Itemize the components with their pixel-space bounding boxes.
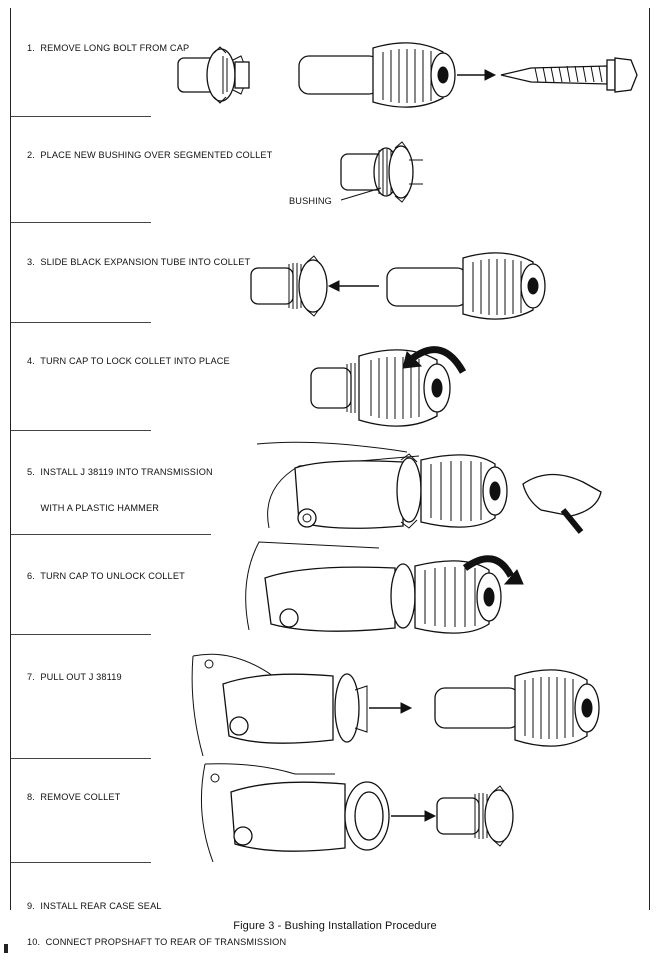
- step-8-line-1: 8. REMOVE COLLET: [27, 792, 121, 802]
- step-8-illustration: [200, 763, 514, 863]
- panel-divider: [11, 222, 151, 223]
- figure-caption: Figure 3 - Bushing Installation Procedur…: [233, 920, 437, 932]
- step-3-illustration: [250, 252, 546, 320]
- step-6-text: 6. TURN CAP TO UNLOCK COLLET: [27, 546, 185, 606]
- bushing-leader-line: [340, 187, 382, 201]
- plastic-hammer-icon: [522, 473, 602, 534]
- step-panel-7: 7. PULL OUT J 38119: [11, 634, 649, 758]
- tool-j38119-illustration: [434, 669, 600, 747]
- step-panel-5: 5. INSTALL J 38119 INTO TRANSMISSION WIT…: [11, 430, 649, 534]
- step-9-text: 9. INSTALL REAR CASE SEAL 10. CONNECT PR…: [27, 876, 286, 972]
- step-4-illustration: [310, 346, 467, 427]
- step-panel-2: 2. PLACE NEW BUSHING OVER SEGMENTED COLL…: [11, 116, 649, 222]
- locked-collet-assembly-illustration: [310, 349, 451, 427]
- step-2-text: 2. PLACE NEW BUSHING OVER SEGMENTED COLL…: [27, 125, 272, 185]
- rotate-arrow-icon: [402, 346, 467, 374]
- step-7-illustration: [191, 653, 600, 757]
- step-7-text: 7. PULL OUT J 38119: [27, 647, 122, 707]
- collet-with-bushing-illustration: [340, 141, 423, 203]
- step-6-illustration: [245, 541, 524, 634]
- panel-divider: [11, 430, 151, 431]
- collet-illustration: [177, 46, 250, 104]
- step-1-line-1: 1. REMOVE LONG BOLT FROM CAP: [27, 43, 190, 53]
- arrow-icon: [327, 280, 379, 292]
- step-panel-9: 9. INSTALL REAR CASE SEAL 10. CONNECT PR…: [11, 862, 649, 947]
- step-10-line-1: 10. CONNECT PROPSHAFT TO REAR OF TRANSMI…: [27, 937, 287, 947]
- transmission-housing-illustration: [200, 763, 346, 863]
- arrow-icon: [391, 810, 437, 822]
- step-5-text: 5. INSTALL J 38119 INTO TRANSMISSION WIT…: [27, 442, 213, 538]
- transmission-housing-illustration: [191, 653, 334, 757]
- step-9-line-1: 9. INSTALL REAR CASE SEAL: [27, 901, 162, 911]
- step-5-illustration: [256, 441, 602, 534]
- step-5-line-1: 5. INSTALL J 38119 INTO TRANSMISSION: [27, 467, 213, 477]
- collet-with-bushing-illustration: [250, 255, 328, 317]
- panel-divider: [11, 634, 151, 635]
- tool-j38119-installed-illustration: [396, 453, 508, 529]
- step-panel-4: 4. TURN CAP TO LOCK COLLET INTO PLACE: [11, 322, 649, 430]
- corner-mark: [4, 944, 8, 953]
- step-5-line-2: WITH A PLASTIC HAMMER: [27, 503, 160, 513]
- step-7-line-1: 7. PULL OUT J 38119: [27, 672, 122, 682]
- transmission-housing-illustration: [245, 541, 396, 632]
- step-4-line-1: 4. TURN CAP TO LOCK COLLET INTO PLACE: [27, 356, 230, 366]
- panel-divider: [11, 862, 151, 863]
- panel-divider: [11, 116, 151, 117]
- collet-in-housing-illustration: [334, 673, 368, 743]
- step-8-text: 8. REMOVE COLLET: [27, 767, 120, 827]
- step-panel-8: 8. REMOVE COLLET: [11, 758, 649, 863]
- open-bore-illustration: [344, 781, 390, 851]
- tool-j38119-installed-illustration: [390, 560, 502, 634]
- bushing-callout: BUSHING: [289, 196, 332, 206]
- step-3-text: 3. SLIDE BLACK EXPANSION TUBE INTO COLLE…: [27, 232, 250, 292]
- arrow-icon: [457, 69, 497, 81]
- step-1-illustration: [177, 42, 638, 108]
- step-1-text: 1. REMOVE LONG BOLT FROM CAP: [27, 18, 189, 78]
- step-panel-6: 6. TURN CAP TO UNLOCK COLLET: [11, 534, 649, 634]
- step-6-line-1: 6. TURN CAP TO UNLOCK COLLET: [27, 571, 185, 581]
- cap-with-tube-illustration: [298, 42, 456, 108]
- transmission-housing-illustration: [256, 441, 420, 529]
- expansion-tube-with-cap-illustration: [386, 252, 546, 320]
- long-bolt-illustration: [500, 57, 638, 93]
- panel-divider: [11, 758, 151, 759]
- step-3-line-1: 3. SLIDE BLACK EXPANSION TUBE INTO COLLE…: [27, 257, 251, 267]
- arrow-icon: [369, 702, 413, 714]
- step-panel-1: 1. REMOVE LONG BOLT FROM CAP: [11, 8, 649, 116]
- figure-frame: 1. REMOVE LONG BOLT FROM CAP: [10, 8, 650, 947]
- step-2-illustration: [340, 141, 423, 203]
- collet-with-bushing-illustration: [436, 785, 514, 847]
- step-2-line-1: 2. PLACE NEW BUSHING OVER SEGMENTED COLL…: [27, 150, 273, 160]
- panel-divider: [11, 534, 211, 535]
- step-4-text: 4. TURN CAP TO LOCK COLLET INTO PLACE: [27, 331, 230, 391]
- step-panel-3: 3. SLIDE BLACK EXPANSION TUBE INTO COLLE…: [11, 222, 649, 322]
- panel-divider: [11, 322, 151, 323]
- rotate-arrow-icon: [462, 555, 524, 585]
